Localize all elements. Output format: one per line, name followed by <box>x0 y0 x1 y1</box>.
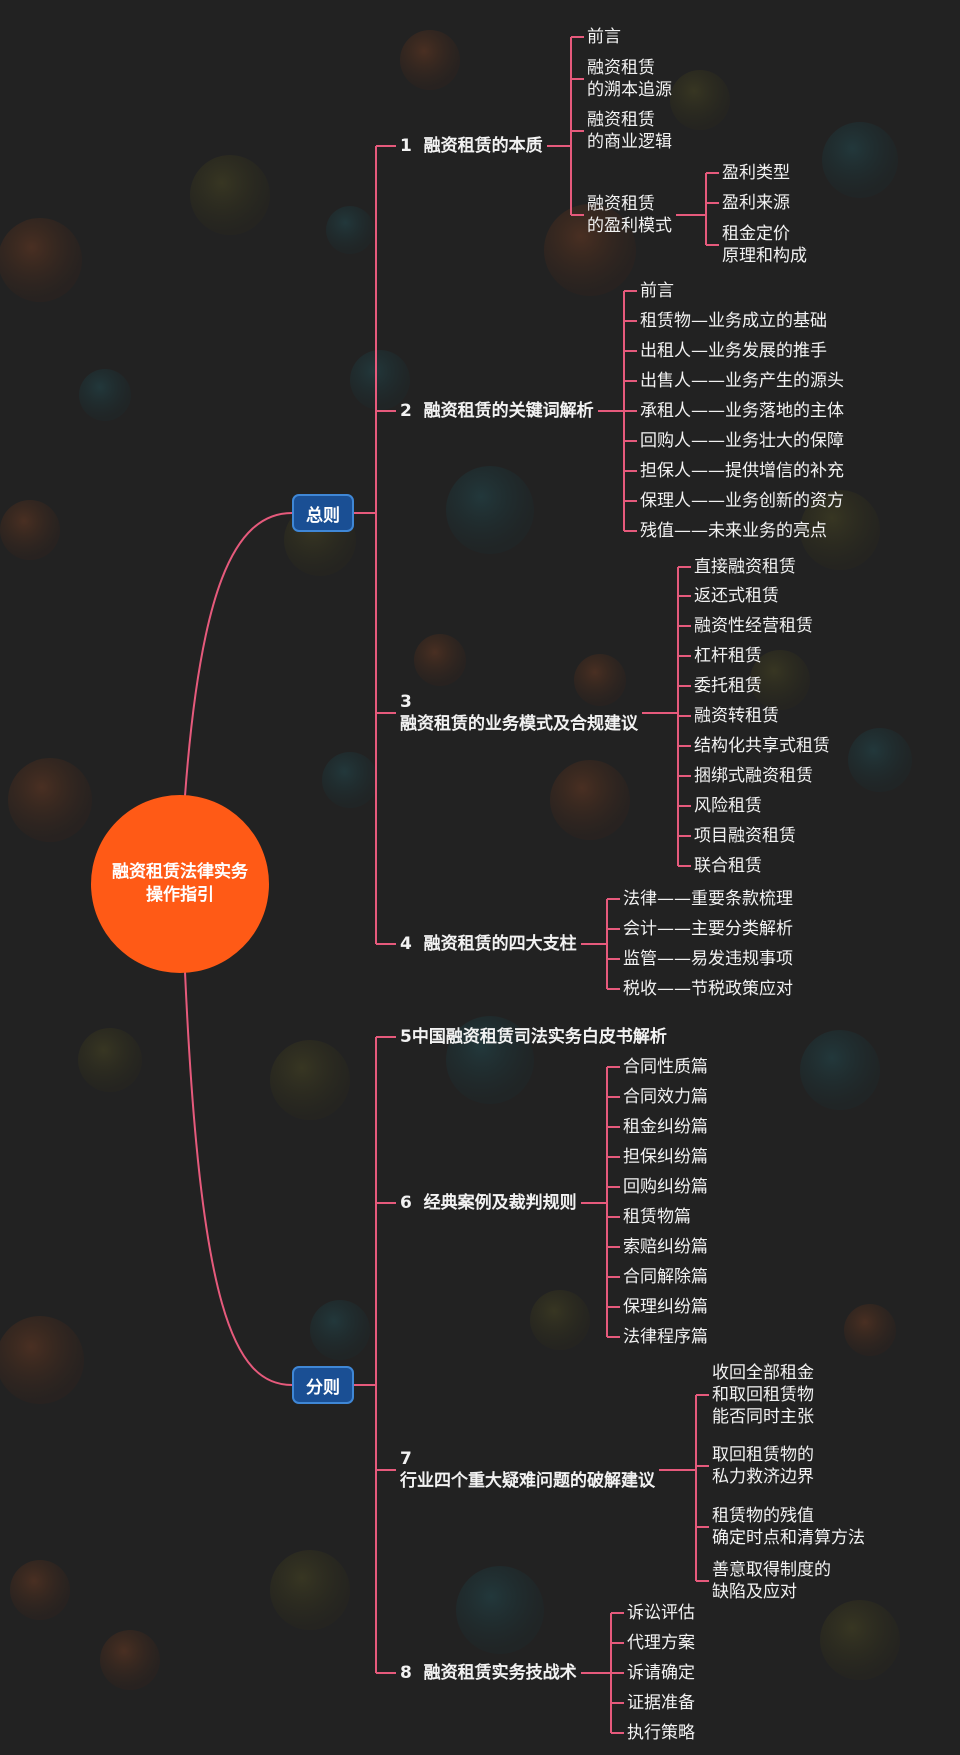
topic-1-2-item-0[interactable]: 收回全部租金 和取回租赁物 能否同时主张 <box>712 1363 814 1427</box>
topic-0-2-item-3[interactable]: 杠杆租赁 <box>694 646 762 666</box>
topic-0-3-item-2[interactable]: 监管——易发违规事项 <box>623 949 793 969</box>
topic-0-2-item-0[interactable]: 直接融资租赁 <box>694 557 796 577</box>
topic-0-0-item-3[interactable]: 融资租赁 的盈利模式 <box>587 194 672 236</box>
topic-0-2-item-2[interactable]: 融资性经营租赁 <box>694 616 813 636</box>
topic-0-1-item-3[interactable]: 出售人——业务产生的源头 <box>640 371 844 391</box>
bokeh-circles <box>0 30 912 1690</box>
topic-1-2[interactable]: 7 行业四个重大疑难问题的破解建议 <box>400 1449 655 1491</box>
section-specific[interactable]: 分则 <box>292 1366 354 1404</box>
topic-1-1-item-7[interactable]: 合同解除篇 <box>623 1267 708 1287</box>
section-general[interactable]: 总则 <box>292 494 354 532</box>
topic-0-3[interactable]: 4 融资租赁的四大支柱 <box>400 934 577 954</box>
topic-0-2[interactable]: 3 融资租赁的业务模式及合规建议 <box>400 692 638 734</box>
topic-0-0-item-3-sub-1[interactable]: 盈利来源 <box>722 193 790 213</box>
topic-0-3-item-1[interactable]: 会计——主要分类解析 <box>623 919 793 939</box>
topic-0-1-item-8[interactable]: 残值——未来业务的亮点 <box>640 521 827 541</box>
topic-1-1-item-9[interactable]: 法律程序篇 <box>623 1327 708 1347</box>
topic-0-2-item-5[interactable]: 融资转租赁 <box>694 706 779 726</box>
topic-0-2-item-1[interactable]: 返还式租赁 <box>694 586 779 606</box>
topic-0-2-item-8[interactable]: 风险租赁 <box>694 796 762 816</box>
topic-0-0[interactable]: 1 融资租赁的本质 <box>400 136 543 156</box>
topic-1-2-item-3[interactable]: 善意取得制度的 缺陷及应对 <box>712 1560 831 1602</box>
topic-0-1-item-6[interactable]: 担保人——提供增信的补充 <box>640 461 844 481</box>
topic-1-3-item-3[interactable]: 证据准备 <box>627 1693 695 1713</box>
topic-1-2-item-1[interactable]: 取回租赁物的 私力救济边界 <box>712 1445 814 1487</box>
topic-1-3[interactable]: 8 融资租赁实务技战术 <box>400 1663 577 1683</box>
topic-0-3-item-3[interactable]: 税收——节税政策应对 <box>623 979 793 999</box>
topic-1-1-item-2[interactable]: 租金纠纷篇 <box>623 1117 708 1137</box>
topic-0-2-item-9[interactable]: 项目融资租赁 <box>694 826 796 846</box>
topic-1-1[interactable]: 6 经典案例及裁判规则 <box>400 1193 577 1213</box>
topic-0-1-item-2[interactable]: 出租人—业务发展的推手 <box>640 341 827 361</box>
topic-1-1-item-5[interactable]: 租赁物篇 <box>623 1207 691 1227</box>
topic-0-0-item-0[interactable]: 前言 <box>587 27 621 47</box>
topic-0-0-item-2[interactable]: 融资租赁 的商业逻辑 <box>587 110 672 152</box>
topic-0-0-item-3-sub-2[interactable]: 租金定价 原理和构成 <box>722 224 807 266</box>
topic-0-0-item-3-sub-0[interactable]: 盈利类型 <box>722 163 790 183</box>
topic-0-1-item-1[interactable]: 租赁物—业务成立的基础 <box>640 311 827 331</box>
topic-0-1-item-4[interactable]: 承租人——业务落地的主体 <box>640 401 844 421</box>
topic-1-3-item-1[interactable]: 代理方案 <box>627 1633 695 1653</box>
topic-1-1-item-3[interactable]: 担保纠纷篇 <box>623 1147 708 1167</box>
branch-lines <box>184 36 719 1734</box>
topic-1-1-item-4[interactable]: 回购纠纷篇 <box>623 1177 708 1197</box>
topic-1-3-item-4[interactable]: 执行策略 <box>627 1723 695 1743</box>
topic-1-2-item-2[interactable]: 租赁物的残值 确定时点和清算方法 <box>712 1506 865 1548</box>
topic-1-1-item-1[interactable]: 合同效力篇 <box>623 1087 708 1107</box>
topic-1-1-item-8[interactable]: 保理纠纷篇 <box>623 1297 708 1317</box>
topic-1-0[interactable]: 5中国融资租赁司法实务白皮书解析 <box>400 1027 667 1047</box>
topic-0-0-item-1[interactable]: 融资租赁 的溯本追源 <box>587 58 672 100</box>
topic-1-3-item-2[interactable]: 诉请确定 <box>627 1663 695 1683</box>
topic-0-2-item-4[interactable]: 委托租赁 <box>694 676 762 696</box>
topic-0-3-item-0[interactable]: 法律——重要条款梳理 <box>623 889 793 909</box>
topic-1-1-item-0[interactable]: 合同性质篇 <box>623 1057 708 1077</box>
topic-0-1-item-0[interactable]: 前言 <box>640 281 674 301</box>
topic-1-1-item-6[interactable]: 索赔纠纷篇 <box>623 1237 708 1257</box>
topic-0-1[interactable]: 2 融资租赁的关键词解析 <box>400 401 594 421</box>
topic-0-2-item-6[interactable]: 结构化共享式租赁 <box>694 736 830 756</box>
root-node: 融资租赁法律实务 操作指引 <box>91 795 269 973</box>
topic-0-2-item-7[interactable]: 捆绑式融资租赁 <box>694 766 813 786</box>
topic-0-2-item-10[interactable]: 联合租赁 <box>694 856 762 876</box>
topic-0-1-item-7[interactable]: 保理人——业务创新的资方 <box>640 491 844 511</box>
topic-1-3-item-0[interactable]: 诉讼评估 <box>627 1603 695 1623</box>
topic-0-1-item-5[interactable]: 回购人——业务壮大的保障 <box>640 431 844 451</box>
